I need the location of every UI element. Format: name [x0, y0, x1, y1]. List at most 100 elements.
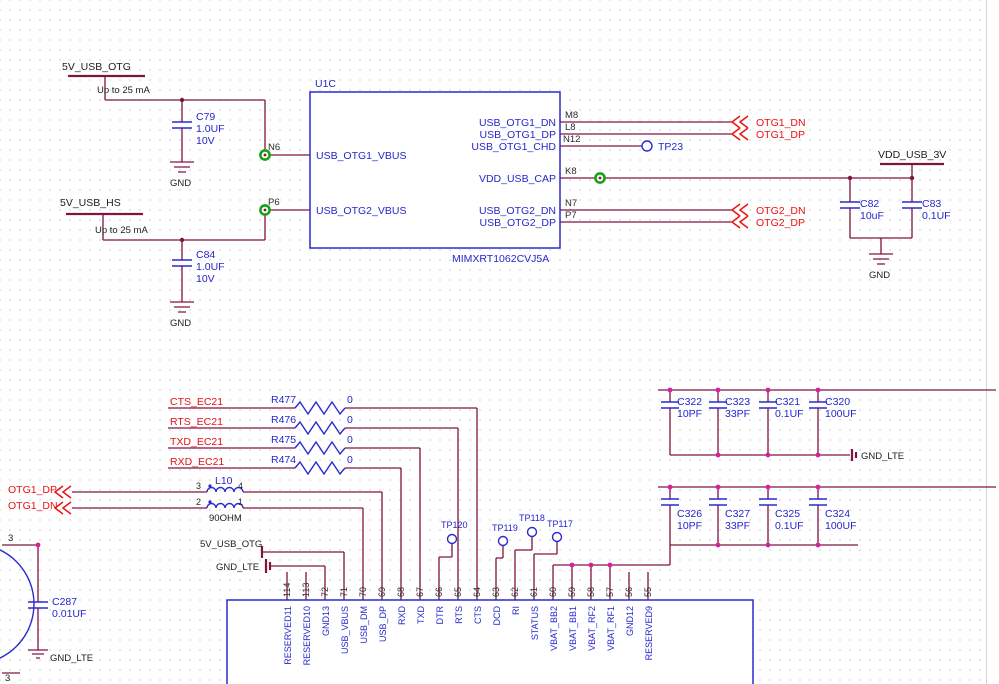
cap-value[interactable]: 1.0UF [196, 123, 225, 135]
cap-voltage[interactable]: 10V [196, 135, 215, 147]
gnd-lte-port-bank1[interactable]: GND_LTE [850, 449, 904, 462]
gnd-lte-port-pin72[interactable]: GND_LTE [216, 559, 272, 573]
resistor-r475[interactable]: TXD_EC21 R475 0 [170, 434, 353, 456]
cap-value[interactable]: 33PF [725, 408, 750, 420]
resistor-ref[interactable]: R474 [271, 454, 296, 466]
gnd-lte-label[interactable]: GND_LTE [50, 653, 93, 664]
wires[interactable] [2, 76, 996, 674]
cap-ref[interactable]: C321 [775, 396, 800, 408]
resistor-value[interactable]: 0 [347, 434, 353, 446]
net-label[interactable]: 5V_USB_OTG [62, 61, 131, 73]
resistor-value[interactable]: 0 [347, 394, 353, 406]
gnd-symbol-c79[interactable]: GND [170, 161, 194, 189]
testpoint-tp119[interactable]: TP119 [492, 523, 518, 547]
cap-ref[interactable]: C84 [196, 249, 215, 261]
net-label[interactable]: 5V_USB_OTG [200, 539, 262, 550]
testpoint-label[interactable]: TP118 [519, 513, 545, 523]
gnd-lte-port-c287[interactable]: GND_LTE [28, 649, 93, 664]
via-k8[interactable] [594, 172, 606, 184]
cap-value[interactable]: 33PF [725, 520, 750, 532]
ic-designator[interactable]: U1C [315, 78, 336, 90]
net-label-txd-ec21[interactable]: TXD_EC21 [170, 436, 223, 448]
connector-arc[interactable]: 3 3 [0, 533, 35, 684]
gnd-lte-label[interactable]: GND_LTE [216, 562, 259, 573]
harness-otg2-dn[interactable]: OTG2_DN [730, 203, 806, 217]
resistor-ref[interactable]: R477 [271, 394, 296, 406]
testpoint-label[interactable]: TP23 [658, 141, 683, 153]
cap-value[interactable]: 0.1UF [922, 210, 951, 222]
gnd-label[interactable]: GND [170, 318, 191, 329]
choke-value[interactable]: 90OHM [209, 513, 242, 524]
cap-value[interactable]: 0.1UF [775, 408, 804, 420]
net-label-otg1-dp[interactable]: OTG1_DP [8, 484, 57, 496]
power-rail-5v-usb-hs[interactable]: 5V_USB_HS Up to 25 mA [60, 197, 148, 236]
capacitor-bank-2[interactable]: C326 10PF C327 33PF C325 0.1UF C324 100U… [661, 498, 857, 532]
cap-ref[interactable]: C320 [825, 396, 850, 408]
capacitor-c83[interactable]: C83 0.1UF [902, 198, 951, 222]
net-label-cts-ec21[interactable]: CTS_EC21 [170, 396, 223, 408]
cap-ref[interactable]: C83 [922, 198, 941, 210]
cap-ref[interactable]: C79 [196, 111, 215, 123]
cap-ref[interactable]: C326 [677, 508, 702, 520]
cap-value[interactable]: 10PF [677, 520, 702, 532]
net-label-otg2-dn[interactable]: OTG2_DN [756, 205, 806, 217]
gnd-symbol-c82-c83[interactable]: GND [869, 253, 893, 281]
harness-otg1-dn-left[interactable]: OTG1_DN [8, 500, 72, 515]
capacitor-bank-1[interactable]: C322 10PF C323 33PF C321 0.1UF C320 100U… [661, 396, 857, 420]
power-rail-vdd-usb-3v[interactable]: VDD_USB_3V [878, 149, 946, 166]
resistor-value[interactable]: 0 [347, 454, 353, 466]
via-p6[interactable] [259, 204, 271, 216]
cap-ref[interactable]: C323 [725, 396, 750, 408]
cap-value[interactable]: 0.1UF [775, 520, 804, 532]
cap-ref[interactable]: C287 [52, 596, 77, 608]
cap-value[interactable]: 10PF [677, 408, 702, 420]
testpoint-label[interactable]: TP119 [492, 523, 518, 533]
power-port-5v-usb-otg-bottom[interactable]: 5V_USB_OTG [200, 539, 264, 558]
current-note[interactable]: Up to 25 mA [97, 85, 150, 96]
harness-otg1-dp-left[interactable]: OTG1_DP [8, 484, 72, 499]
net-label-otg1-dp[interactable]: OTG1_DP [756, 129, 805, 141]
net-label-rts-ec21[interactable]: RTS_EC21 [170, 416, 223, 428]
harness-otg2-dp[interactable]: OTG2_DP [730, 215, 805, 229]
net-label-otg1-dn[interactable]: OTG1_DN [8, 500, 58, 512]
testpoint-label[interactable]: TP117 [547, 519, 573, 529]
resistor-value[interactable]: 0 [347, 414, 353, 426]
resistor-r474[interactable]: RXD_EC21 R474 0 [170, 454, 353, 476]
net-label-rxd-ec21[interactable]: RXD_EC21 [170, 456, 224, 468]
cap-ref[interactable]: C82 [860, 198, 879, 210]
ic-modem-block[interactable]: 114 113 72 71 70 69 68 67 66 65 64 63 62… [226, 583, 754, 684]
common-mode-choke-l10[interactable]: L10 3 4 2 1 90OHM [196, 475, 244, 524]
net-label-otg2-dp[interactable]: OTG2_DP [756, 217, 805, 229]
gnd-symbol-c84[interactable]: GND [170, 301, 194, 329]
resistor-r476[interactable]: RTS_EC21 R476 0 [170, 414, 353, 436]
resistor-ref[interactable]: R475 [271, 434, 296, 446]
via-n6[interactable] [259, 149, 271, 161]
capacitor-c287[interactable]: C287 0.01UF [28, 596, 86, 620]
choke-ref[interactable]: L10 [215, 475, 233, 487]
cap-ref[interactable]: C327 [725, 508, 750, 520]
resistor-ref[interactable]: R476 [271, 414, 296, 426]
testpoint-label[interactable]: TP120 [441, 520, 468, 530]
cap-voltage[interactable]: 10V [196, 273, 215, 285]
gnd-label[interactable]: GND [170, 178, 191, 189]
harness-otg1-dn[interactable]: OTG1_DN [730, 115, 806, 129]
cap-ref[interactable]: C325 [775, 508, 800, 520]
testpoint-tp118[interactable]: TP118 [519, 513, 545, 538]
cap-value[interactable]: 10uF [860, 210, 884, 222]
net-label[interactable]: 5V_USB_HS [60, 197, 121, 209]
gnd-label[interactable]: GND [869, 270, 890, 281]
cap-value[interactable]: 100UF [825, 520, 857, 532]
testpoint-tp120[interactable]: TP120 [441, 520, 468, 545]
capacitor-c79[interactable]: C79 1.0UF 10V [172, 111, 225, 147]
resistor-r477[interactable]: CTS_EC21 R477 0 [170, 394, 353, 416]
testpoint-tp23[interactable]: TP23 [641, 140, 683, 153]
cap-value[interactable]: 1.0UF [196, 261, 225, 273]
net-label-otg1-dn[interactable]: OTG1_DN [756, 117, 806, 129]
cap-ref[interactable]: C324 [825, 508, 850, 520]
current-note[interactable]: Up to 25 mA [95, 225, 148, 236]
ic-u1c[interactable]: U1C USB_OTG1_VBUS USB_OTG2_VBUS USB_OTG1… [268, 78, 580, 265]
testpoint-tp117[interactable]: TP117 [547, 519, 573, 543]
harness-otg1-dp[interactable]: OTG1_DP [730, 127, 805, 141]
capacitor-c82[interactable]: C82 10uF [840, 198, 884, 222]
power-rail-5v-usb-otg[interactable]: 5V_USB_OTG Up to 25 mA [62, 61, 150, 96]
